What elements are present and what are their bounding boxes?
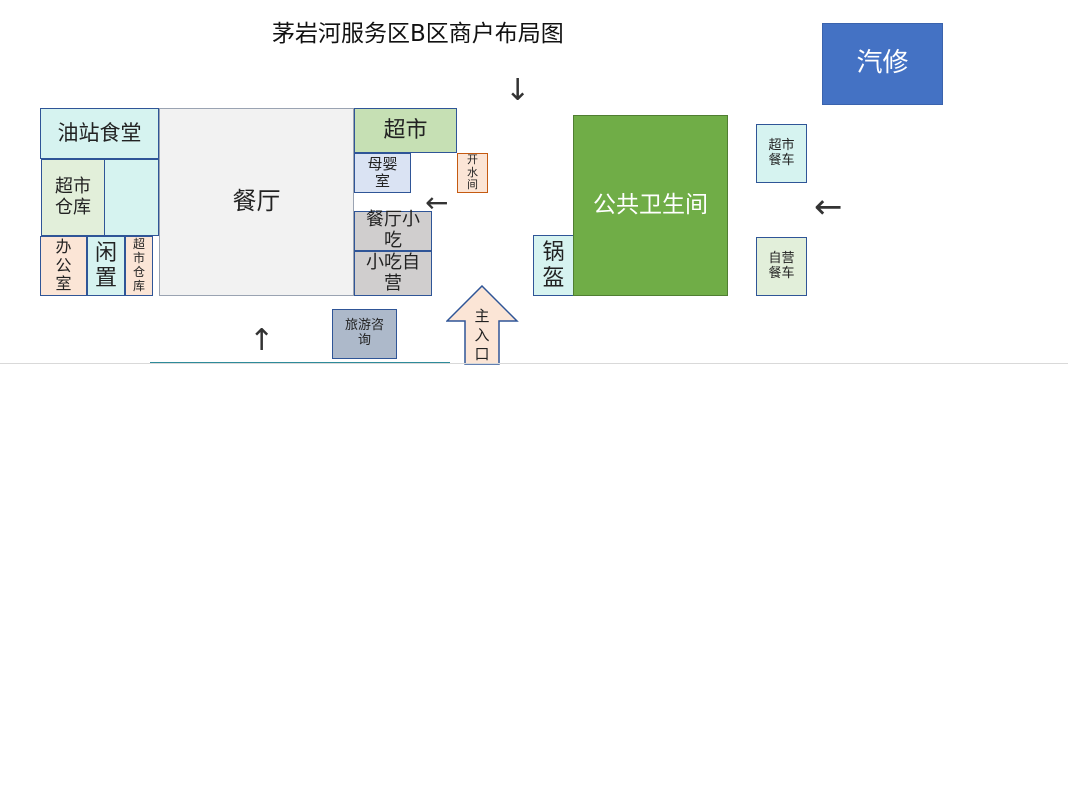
area-tourist-info-label: 旅游咨询 <box>344 318 384 348</box>
area-supermarket-warehouse: 超市仓库 <box>41 159 105 236</box>
area-public-toilet-label: 公共卫生间 <box>593 192 708 219</box>
page-divider <box>0 363 1068 364</box>
area-mother-baby-room-label: 母婴室 <box>367 154 398 190</box>
area-self-run-snack-label: 小吃自营 <box>366 251 420 294</box>
area-tourist-info: 旅游咨询 <box>332 309 397 359</box>
area-self-run-snack: 小吃自营 <box>354 251 432 296</box>
area-self-run-food-cart-label: 自营餐车 <box>768 250 795 281</box>
map-title: 茅岩河服务区B区商户布局图 <box>272 21 564 47</box>
area-supermarket-food-cart-label: 超市餐车 <box>768 137 795 168</box>
arrow-left-icon: ← <box>814 187 843 227</box>
area-supermarket-food-cart: 超市餐车 <box>756 124 807 183</box>
area-cyan-fill <box>104 159 159 236</box>
area-office: 办公室 <box>40 236 87 296</box>
area-restaurant-snack-label: 餐厅小吃 <box>366 209 420 251</box>
area-hot-water-room: 开水间 <box>457 153 488 193</box>
main-entrance-arrow-icon <box>446 285 519 365</box>
area-idle: 闲置 <box>87 236 125 296</box>
area-hot-water-room-label: 开水间 <box>467 153 478 192</box>
area-auto-repair-label: 汽修 <box>856 48 909 79</box>
area-oil-canteen-label: 油站食堂 <box>57 121 142 146</box>
area-office-label: 办公室 <box>55 237 72 294</box>
area-boiler: 锅盔 <box>533 235 574 296</box>
area-supermarket-label: 超市 <box>383 117 428 143</box>
area-supermarket: 超市 <box>354 108 457 153</box>
main-entrance-label: 主入口 <box>474 307 490 363</box>
area-public-toilet: 公共卫生间 <box>573 115 728 296</box>
area-mother-baby-room: 母婴室 <box>354 153 411 193</box>
area-restaurant: 餐厅 <box>159 108 354 296</box>
area-supermarket-warehouse-small: 超市仓库 <box>125 236 153 296</box>
area-idle-label: 闲置 <box>94 240 117 291</box>
arrow-up-icon: ↑ <box>249 323 275 358</box>
arrow-left-icon: ← <box>425 186 449 219</box>
area-oil-canteen: 油站食堂 <box>40 108 159 159</box>
area-restaurant-label: 餐厅 <box>232 187 281 216</box>
area-auto-repair: 汽修 <box>822 23 943 105</box>
arrow-down-icon: ↓ <box>505 73 531 108</box>
area-supermarket-warehouse-small-label: 超市仓库 <box>133 237 146 293</box>
area-restaurant-snack: 餐厅小吃 <box>354 209 432 251</box>
area-supermarket-warehouse-label: 超市仓库 <box>55 175 91 218</box>
area-boiler-label: 锅盔 <box>542 240 565 291</box>
area-self-run-food-cart: 自营餐车 <box>756 237 807 296</box>
